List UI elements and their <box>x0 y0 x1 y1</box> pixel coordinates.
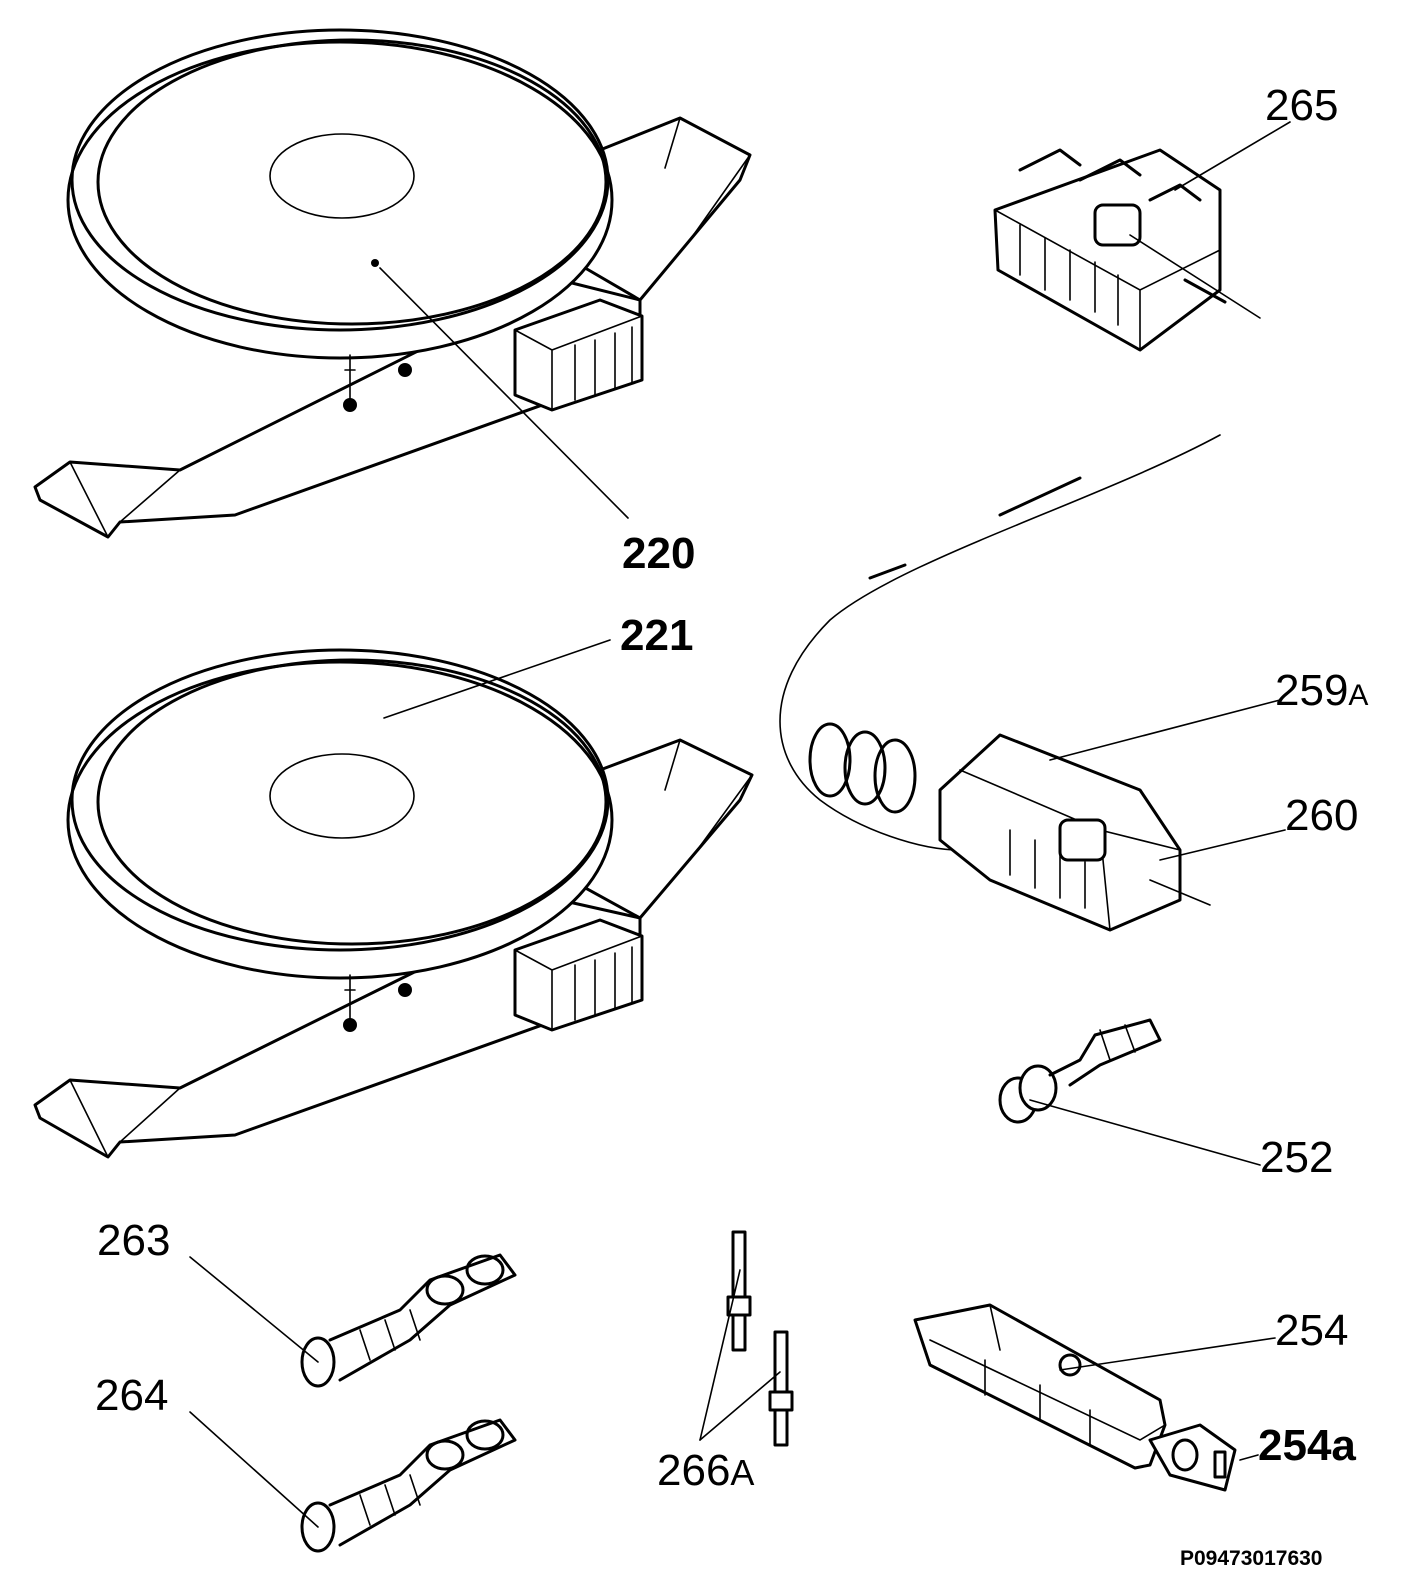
label-266a-number: 266 <box>657 1446 730 1495</box>
label-264: 264 <box>95 1371 168 1420</box>
label-259a-suffix: A <box>1348 679 1368 712</box>
label-252: 252 <box>1260 1133 1333 1182</box>
label-260: 260 <box>1285 791 1358 840</box>
leader-lines <box>189 121 1291 1528</box>
label-263: 263 <box>97 1216 170 1265</box>
label-265: 265 <box>1265 81 1338 130</box>
label-220: 220 <box>622 529 695 578</box>
hotplate-220 <box>33 28 752 539</box>
label-266a-suffix: A <box>730 1452 754 1493</box>
switch-265 <box>993 148 1261 352</box>
label-254a: 254a <box>1258 1421 1356 1470</box>
thermostat-259a-260 <box>779 434 1221 932</box>
reference-code: P09473017630 <box>1180 1547 1322 1570</box>
label-254: 254 <box>1275 1306 1348 1355</box>
label-259a-number: 259 <box>1275 666 1348 715</box>
ignition-unit-254 <box>913 1303 1237 1492</box>
hotplate-221 <box>33 648 754 1159</box>
label-259a: 259A <box>1275 666 1368 715</box>
electrodes-266a <box>726 1230 794 1447</box>
label-221: 221 <box>620 611 693 660</box>
igniter-263 <box>300 1253 517 1388</box>
igniter-264 <box>300 1418 517 1553</box>
lamp-252 <box>998 1018 1162 1124</box>
label-266a: 266A <box>657 1446 754 1495</box>
